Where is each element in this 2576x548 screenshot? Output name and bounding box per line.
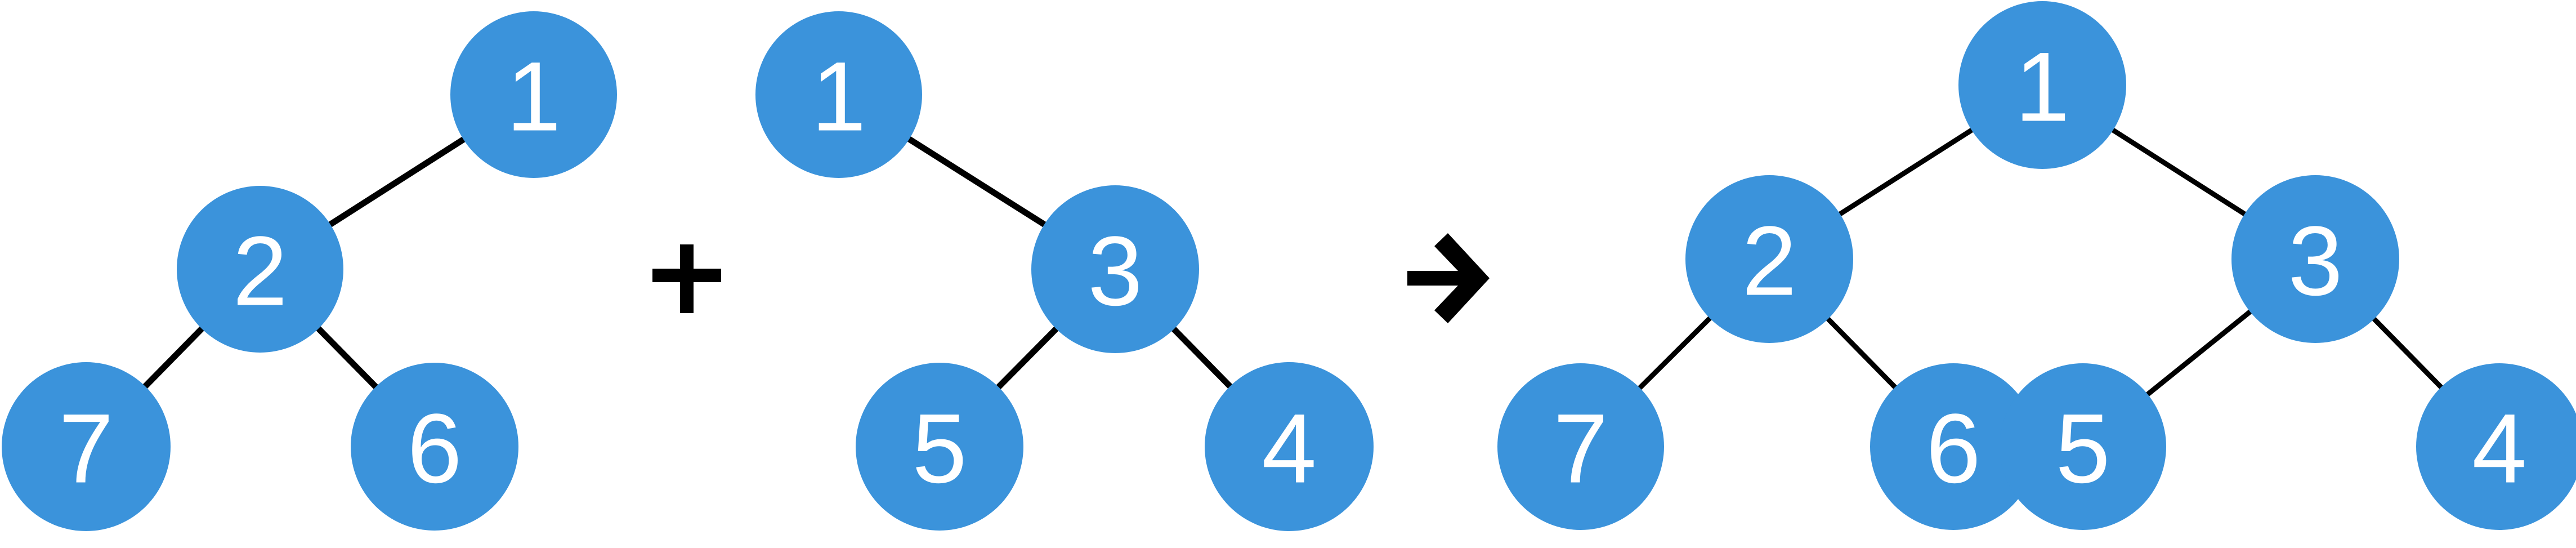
node-circle[interactable] <box>351 363 518 531</box>
node-label: 3 <box>2288 207 2342 317</box>
node-label: 2 <box>1742 207 1796 317</box>
node-label: 5 <box>2055 394 2110 504</box>
node-circle[interactable] <box>2231 175 2399 343</box>
node-label: 4 <box>1262 394 1316 504</box>
node-t1-n1[interactable]: 1 <box>450 11 617 178</box>
node-label: 6 <box>1926 394 1980 504</box>
node-circle[interactable] <box>450 11 617 178</box>
node-circle[interactable] <box>1870 363 2037 530</box>
node-t2-n1[interactable]: 1 <box>755 11 922 178</box>
node-t3-n6[interactable]: 6 <box>1870 363 2037 530</box>
node-label: 1 <box>811 42 866 152</box>
tree-left-operand: 1 2 7 6 <box>2 11 617 531</box>
node-t3-n4[interactable]: 4 <box>2416 363 2576 530</box>
node-t3-n5[interactable]: 5 <box>2000 363 2166 530</box>
node-label: 6 <box>407 394 462 504</box>
node-circle[interactable] <box>177 186 343 353</box>
node-t1-n6[interactable]: 6 <box>351 363 518 531</box>
node-t2-n3[interactable]: 3 <box>1031 185 1199 353</box>
node-circle[interactable] <box>856 363 1023 531</box>
node-label: 4 <box>2472 394 2526 504</box>
node-label: 1 <box>2015 33 2069 142</box>
node-label: 7 <box>59 394 113 504</box>
node-circle[interactable] <box>1958 1 2126 169</box>
plus-operator <box>652 244 721 313</box>
node-t2-n4[interactable]: 4 <box>1205 362 1374 531</box>
node-circle[interactable] <box>1205 362 1374 531</box>
node-t1-n2[interactable]: 2 <box>177 186 343 353</box>
node-label: 3 <box>1088 217 1142 327</box>
tree-right-operand: 1 3 5 4 <box>755 11 1374 531</box>
node-t1-n7[interactable]: 7 <box>2 362 171 531</box>
node-circle[interactable] <box>755 11 922 178</box>
node-circle[interactable] <box>1031 185 1199 353</box>
node-circle[interactable] <box>1685 175 1853 343</box>
node-label: 7 <box>1553 394 1608 504</box>
node-t3-n7[interactable]: 7 <box>1497 363 1664 530</box>
arrow-operator <box>1407 233 1490 323</box>
node-label: 2 <box>232 217 287 327</box>
node-circle[interactable] <box>2 362 171 531</box>
node-label: 1 <box>506 42 561 152</box>
node-circle[interactable] <box>2416 363 2576 530</box>
node-label: 5 <box>912 394 967 504</box>
arrow-right-icon <box>1407 233 1490 323</box>
node-circle[interactable] <box>1497 363 1664 530</box>
tree-result: 1 2 3 7 6 5 4 <box>1497 1 2576 530</box>
node-circle[interactable] <box>2000 363 2166 530</box>
node-t3-n3[interactable]: 3 <box>2231 175 2399 343</box>
node-t2-n5[interactable]: 5 <box>856 363 1023 531</box>
node-t3-n1[interactable]: 1 <box>1958 1 2126 169</box>
plus-vertical-bar <box>680 244 694 313</box>
node-t3-n2[interactable]: 2 <box>1685 175 1853 343</box>
